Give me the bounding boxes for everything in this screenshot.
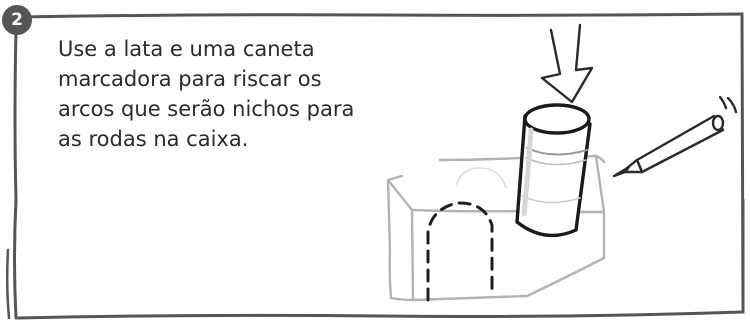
instruction-text: Use a lata e uma caneta marcadora para r…	[58, 37, 355, 151]
dashed-arch-icon	[426, 201, 494, 302]
marker-pen-icon	[612, 95, 738, 178]
faint-arch-icon	[455, 167, 507, 189]
down-arrow-icon	[540, 23, 594, 104]
illustration	[386, 23, 738, 302]
step-number-badge: 2	[2, 5, 32, 35]
can-icon	[515, 103, 592, 238]
